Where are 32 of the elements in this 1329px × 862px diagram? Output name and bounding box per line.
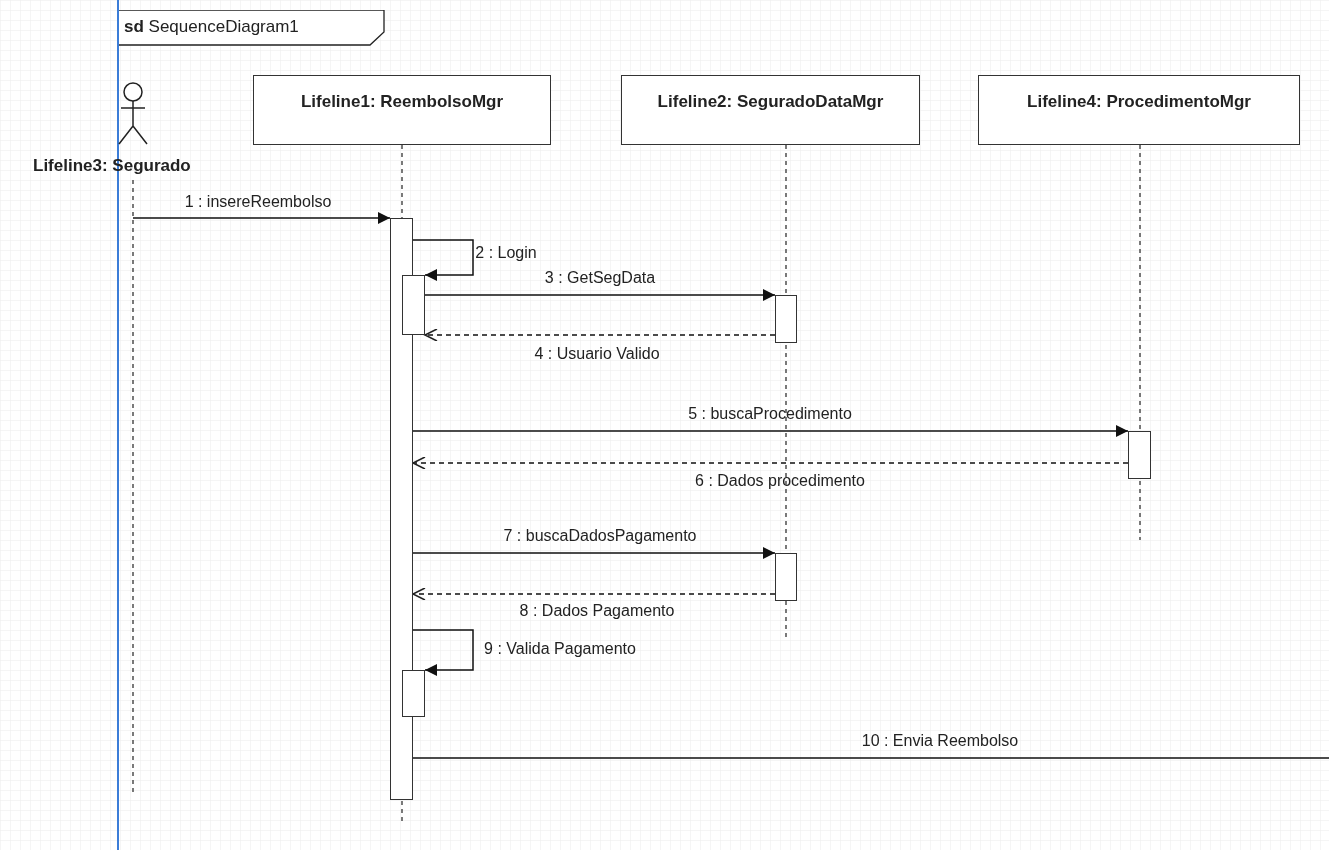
message-arrow <box>132 212 391 224</box>
activation-bar <box>402 275 425 335</box>
message-arrow <box>412 239 474 281</box>
activation-bar <box>402 670 425 717</box>
lifeline-box <box>621 75 920 145</box>
message-label: 8 : Dados Pagamento <box>519 602 675 620</box>
message-label: 3 : GetSegData <box>544 269 656 287</box>
lifeline-box <box>978 75 1300 145</box>
lifeline-box <box>253 75 551 145</box>
frame-title: sd SequenceDiagram1 <box>124 17 299 37</box>
lifeline-label: Lifeline2: SeguradoDataMgr <box>657 92 884 112</box>
lifeline-label: Lifeline1: ReembolsoMgr <box>300 92 504 112</box>
activation-bar <box>775 553 797 601</box>
message-label: 1 : insereReembolso <box>184 193 332 211</box>
message-arrow <box>424 328 776 342</box>
activation-bar <box>390 218 413 800</box>
message-arrow <box>412 629 474 676</box>
message-arrow <box>412 587 776 601</box>
message-label: 5 : buscaProcedimento <box>688 405 852 423</box>
message-arrow <box>412 547 776 559</box>
message-label: 2 : Login <box>475 244 537 262</box>
message-label: 10 : Envia Reembolso <box>861 732 1019 750</box>
activation-bar <box>1128 431 1151 479</box>
message-label: 7 : buscaDadosPagamento <box>503 527 697 545</box>
message-label: 9 : Valida Pagamento <box>484 640 636 658</box>
message-label: 6 : Dados procedimento <box>695 472 865 490</box>
lifeline-label: Lifeline4: ProcedimentoMgr <box>1027 92 1251 112</box>
message-arrow <box>412 425 1129 437</box>
activation-bar <box>775 295 797 343</box>
message-arrow <box>424 289 776 301</box>
message-arrow <box>412 456 1129 470</box>
message-label: 4 : Usuario Valido <box>534 345 660 363</box>
